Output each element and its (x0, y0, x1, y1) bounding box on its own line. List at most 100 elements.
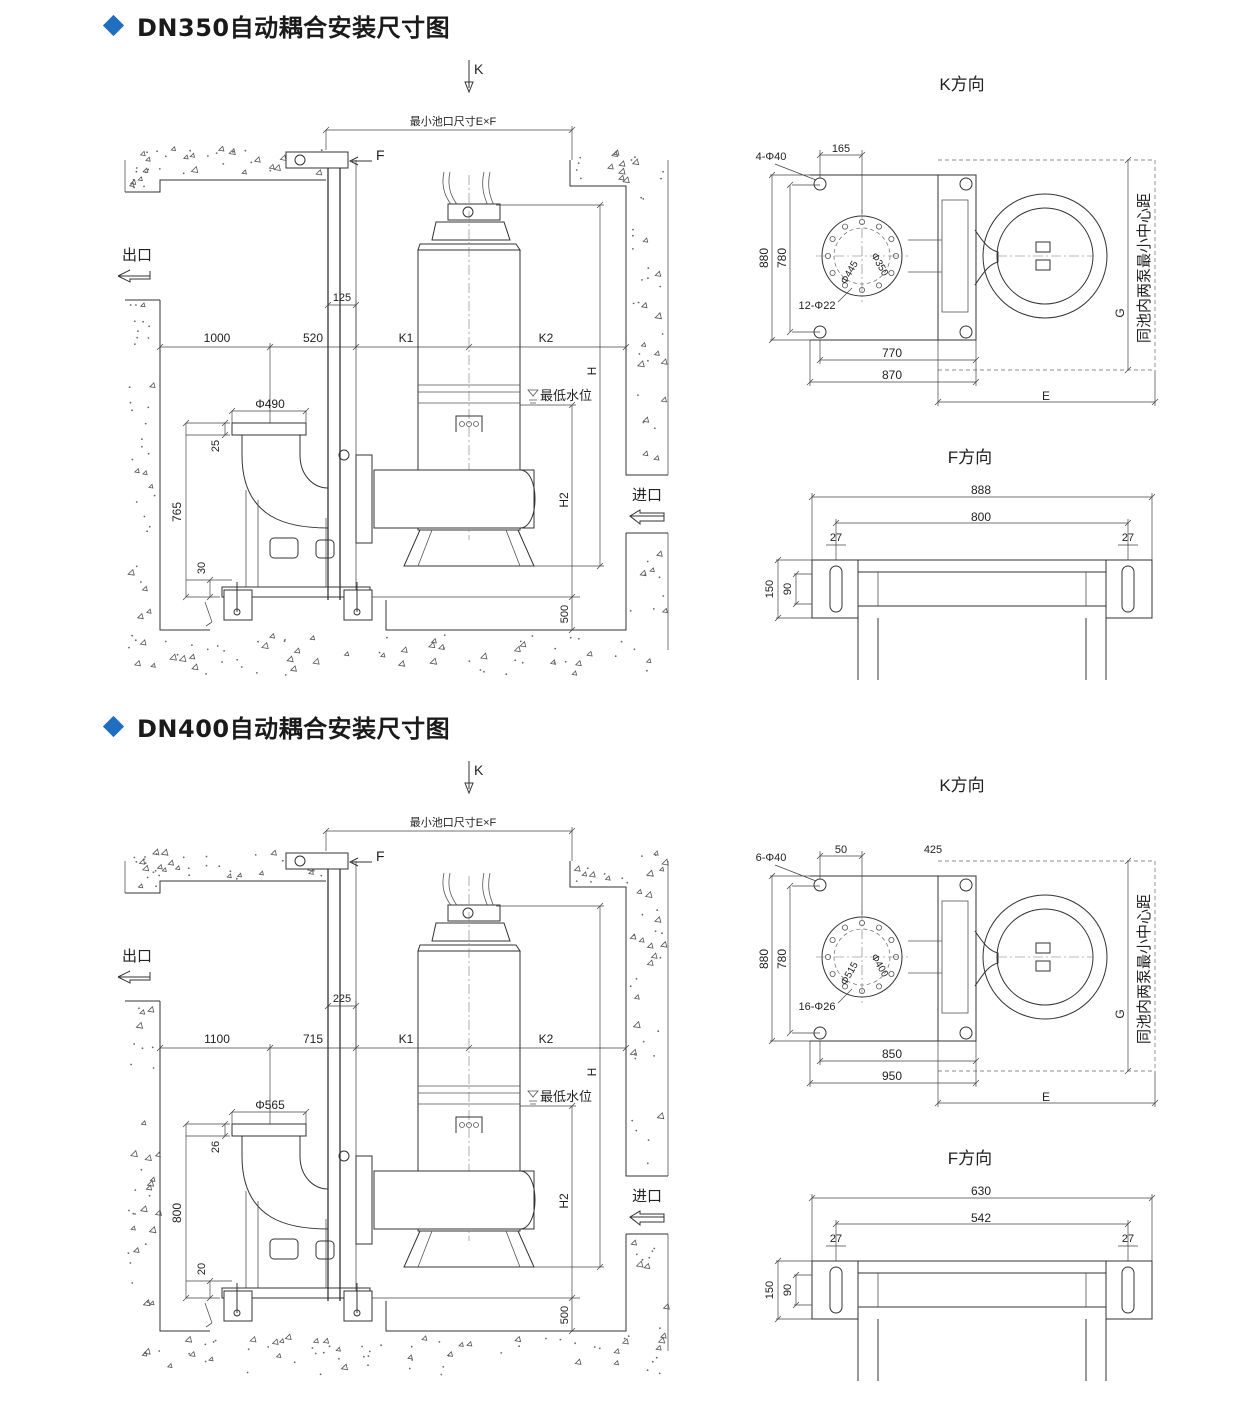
dim-value: H (585, 367, 599, 376)
outlet-flange (231, 1123, 307, 1137)
section-heading: DN350自动耦合安装尺寸图 (102, 8, 451, 43)
k-rail (941, 900, 969, 1014)
anchor-bolt-icon (353, 1309, 361, 1317)
coupling-flange (355, 454, 373, 544)
bolt-hole-icon (829, 970, 836, 977)
f-dim-value: 90 (782, 1284, 794, 1296)
base-stand (245, 1191, 327, 1288)
pump-outline (982, 894, 1108, 1020)
pit-right-floor (385, 1234, 627, 1332)
concrete-hatch (127, 302, 156, 620)
k-dim-value: G (1113, 308, 1127, 317)
pit-size-label: 最小池口尺寸E×F (410, 815, 497, 829)
section-title: DN400自动耦合安装尺寸图 (137, 715, 451, 743)
anchor-block (223, 1290, 253, 1322)
concrete-hatch (632, 196, 668, 461)
slot-icon (829, 565, 843, 613)
dim-value: 30 (196, 562, 208, 574)
k-dim-value: 950 (882, 1069, 902, 1083)
pump-outline (982, 193, 1108, 319)
bolt-hole-icon (829, 269, 836, 276)
bolt-hole-icon (842, 983, 849, 990)
concrete-hatch (629, 550, 668, 613)
k-dim-value: 770 (882, 346, 902, 360)
k-dim-value: 50 (835, 844, 847, 856)
anchor-bolt-icon (233, 608, 241, 616)
k-dim-value: 880 (757, 248, 771, 268)
f-dim-value: 27 (830, 1233, 842, 1245)
k-phi-label: Φ400 (868, 952, 890, 979)
dim-value: 1100 (204, 1032, 230, 1046)
dim-value: 1000 (204, 331, 231, 345)
dim-value: Φ490 (255, 397, 285, 411)
elbow (241, 435, 329, 529)
bolt-hole-icon (876, 282, 883, 289)
bolt-hole-icon (829, 936, 836, 943)
rail-bracket (285, 151, 349, 169)
k-dim-value: E (1042, 1090, 1050, 1104)
k-dim-value: 165 (832, 143, 850, 155)
k-g-note: 同池内两泵最小中心距 (1136, 894, 1153, 1044)
k-dim-value: 425 (924, 844, 942, 856)
inlet-arrow-icon (629, 509, 665, 526)
dim-value: 26 (210, 1141, 222, 1153)
k-bolts-label: 12-Φ22 (799, 300, 836, 312)
anchor-block (343, 1290, 373, 1322)
f-right-plate (1105, 559, 1153, 619)
k-view-title: K方向 (939, 75, 984, 94)
k-phi-label: Φ515 (839, 960, 861, 987)
outlet-arrow-icon (117, 269, 151, 283)
k-bracket (937, 174, 977, 341)
f-dim-value: 542 (971, 1211, 991, 1225)
dim-value: 125 (333, 292, 351, 304)
base-window (269, 537, 299, 559)
rail-bracket (285, 852, 349, 870)
f-right-plate (1105, 1260, 1153, 1320)
dim-value: 500 (559, 1306, 571, 1324)
concrete-hatch (128, 632, 652, 676)
dim-value: K1 (399, 331, 414, 345)
pit-right-wall (569, 861, 668, 1177)
dim-value: Φ565 (255, 1098, 285, 1112)
bracket-bolt-icon (294, 855, 306, 867)
base-window (315, 539, 335, 559)
k-dim-value: 780 (775, 248, 789, 268)
bracket-bolt-icon (294, 154, 306, 166)
f-arrow-label: F (376, 848, 385, 864)
bolt-hole-icon (842, 924, 849, 931)
elbow (241, 1136, 329, 1230)
mount-hole-icon (959, 878, 973, 892)
section-title: DN350自动耦合安装尺寸图 (137, 14, 451, 42)
k-dim-value: 850 (882, 1047, 902, 1061)
dim-value: 500 (559, 605, 571, 623)
pump (355, 171, 536, 567)
f-dim-value: 888 (971, 483, 991, 497)
dim-value: K2 (539, 331, 554, 345)
k-arrow-label: K (474, 61, 484, 77)
pit-top-left (125, 880, 326, 894)
elbow-pipe (221, 422, 373, 621)
f-dim-value: 27 (830, 532, 842, 544)
k-holes-label: 6-Φ40 (756, 852, 787, 864)
f-arrow-label: F (376, 147, 385, 163)
handle (455, 415, 483, 432)
slot-icon (1121, 565, 1135, 613)
bolt-hole-icon (888, 936, 895, 943)
anchor-block (223, 589, 253, 621)
outlet-label: 出口 (122, 247, 152, 264)
k-dim-value: 780 (775, 949, 789, 969)
f-dim-value: 630 (971, 1184, 991, 1198)
dim-value: 715 (303, 1032, 323, 1046)
guide-hook-icon (338, 1150, 350, 1162)
pit-left-wall (159, 300, 210, 631)
pit-right-wall (569, 160, 668, 476)
anchor-bolt-icon (353, 608, 361, 616)
pit-top-left (125, 179, 326, 193)
k-arrow-label: K (474, 762, 484, 778)
k-phi-label: Φ350 (868, 251, 890, 278)
min-water-label: 最低水位 (540, 1089, 592, 1104)
